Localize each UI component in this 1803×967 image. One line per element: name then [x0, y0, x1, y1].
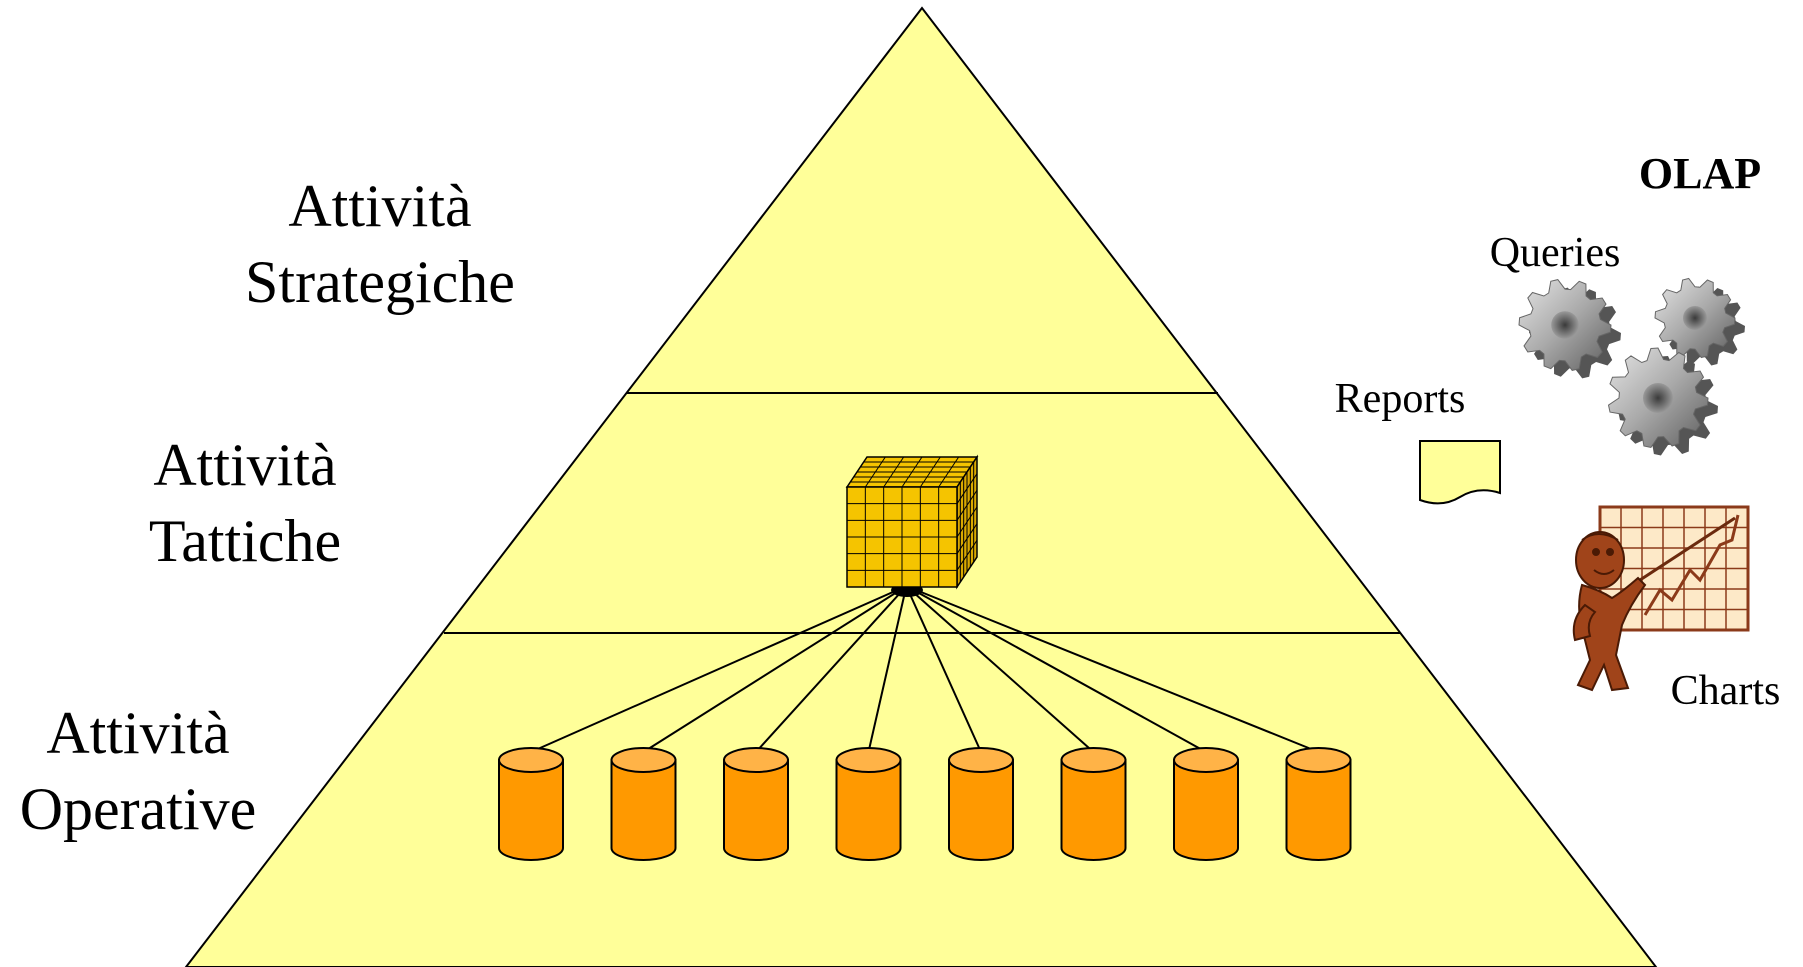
- database-cylinder-icon: [835, 747, 902, 861]
- connector-line: [530, 591, 894, 753]
- charts-label: Charts: [1670, 668, 1781, 714]
- database-cylinder-icon: [1173, 747, 1239, 861]
- database-group: [498, 747, 1352, 861]
- level-label-tactical-line1: Attività: [153, 432, 337, 498]
- level-label-operative: Attività Operative: [0, 700, 276, 842]
- report-document-icon: [1419, 440, 1501, 505]
- database-cylinder-icon: [1285, 747, 1352, 861]
- level-label-strategic: Attività Strategiche: [225, 173, 535, 315]
- database-cylinder-icon: [610, 747, 677, 861]
- connector-line: [755, 591, 902, 753]
- data-cube-icon: [845, 454, 979, 590]
- level-label-strategic-line1: Attività: [288, 173, 472, 239]
- olap-title: OLAP: [1638, 149, 1762, 198]
- connector-line: [867, 591, 906, 753]
- presenter-chart-icon: [1572, 505, 1750, 692]
- connector-line: [920, 591, 1319, 753]
- queries-label: Queries: [1489, 230, 1621, 276]
- connector-line: [916, 591, 1207, 753]
- connector-line: [908, 591, 982, 753]
- reports-label: Reports: [1334, 376, 1466, 422]
- level-label-operative-line1: Attività: [46, 700, 230, 766]
- level-label-strategic-line2: Strategiche: [245, 249, 515, 315]
- database-cylinder-icon: [948, 747, 1014, 861]
- database-cylinder-icon: [723, 747, 789, 861]
- connector-line: [642, 591, 898, 753]
- gears-icon: [1518, 277, 1745, 456]
- connector-line: [912, 591, 1095, 753]
- level-label-operative-line2: Operative: [19, 776, 257, 842]
- database-cylinder-icon: [1060, 747, 1127, 861]
- database-cylinder-icon: [498, 747, 564, 861]
- level-label-tactical: Attività Tattiche: [110, 432, 380, 574]
- level-label-tactical-line2: Tattiche: [148, 508, 342, 574]
